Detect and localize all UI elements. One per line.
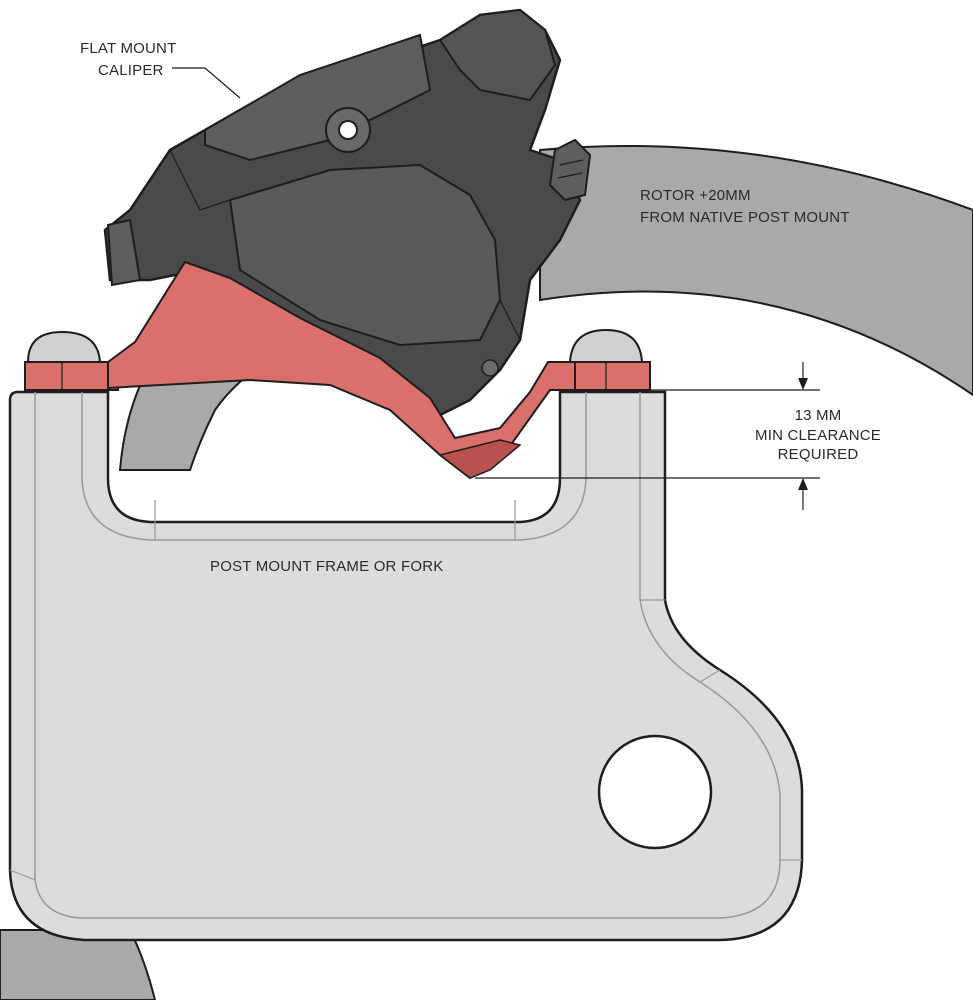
flat-mount-caliper: [103, 8, 592, 422]
rotor-label-line1: ROTOR +20MM: [640, 187, 751, 204]
clearance-dimension: [475, 362, 820, 510]
arrow-up-icon: [798, 478, 808, 490]
clearance-label-line3: REQUIRED: [778, 446, 859, 463]
post-to-flat-adapter: [24, 260, 651, 480]
clearance-label-line1: 13 MM: [795, 407, 842, 424]
frame-label: POST MOUNT FRAME OR FORK: [210, 558, 443, 575]
post-mount-frame: [8, 390, 804, 942]
clearance-label-line2: MIN CLEARANCE: [755, 427, 881, 444]
rotor-label-line2: FROM NATIVE POST MOUNT: [640, 209, 850, 226]
right-bolt-head: [568, 328, 644, 363]
caliper-label-line1: FLAT MOUNT: [80, 40, 176, 57]
caliper-leader-line: [172, 67, 241, 99]
caliper-label-line2: CALIPER: [98, 62, 164, 79]
left-bolt-head: [26, 330, 102, 363]
arrow-down-icon: [798, 378, 808, 390]
mounting-hole: [597, 734, 713, 850]
